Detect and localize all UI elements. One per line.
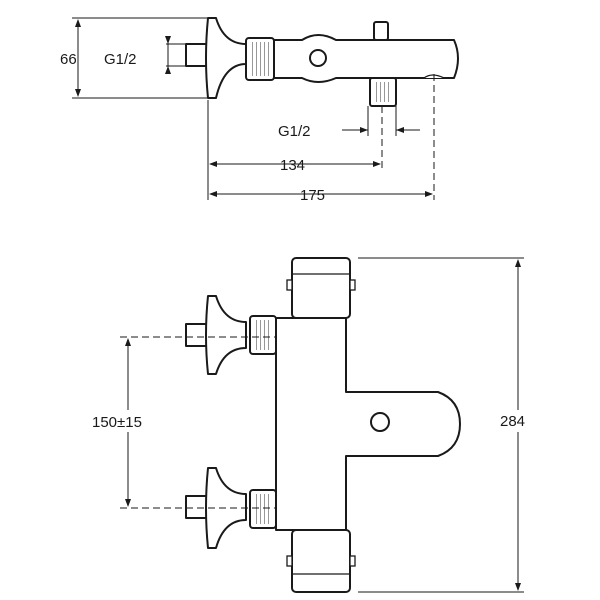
- top-handle: [291, 257, 351, 319]
- dim-depth-label: 175: [300, 187, 325, 204]
- front-view: 150±15 284: [88, 257, 542, 593]
- lower-nut-knurl: [254, 494, 272, 524]
- top-view: 66 G1/2 G1/2 134 175: [60, 17, 459, 204]
- dim-inlet-spacing-label: 150±15: [92, 414, 142, 431]
- inlet-thread-label: G1/2: [104, 51, 137, 68]
- dim-outlet-label: 134: [280, 157, 305, 174]
- dim-total-width-label: 284: [500, 413, 525, 430]
- diverter-knob: [373, 21, 389, 41]
- dim-height-label: 66: [60, 51, 77, 68]
- handle-screw: [309, 49, 327, 67]
- outlet-knurl: [374, 82, 392, 102]
- outlet-thread-label: G1/2: [278, 123, 311, 140]
- nut-knurl: [250, 42, 270, 76]
- upper-flange: [205, 295, 247, 375]
- handle-screw-front: [370, 412, 390, 432]
- wall-flange: [205, 17, 247, 99]
- mixer-body: [273, 34, 459, 83]
- bottom-handle: [291, 529, 351, 593]
- lower-flange: [205, 467, 247, 549]
- body-column: [275, 317, 461, 531]
- upper-nut-knurl: [254, 320, 272, 350]
